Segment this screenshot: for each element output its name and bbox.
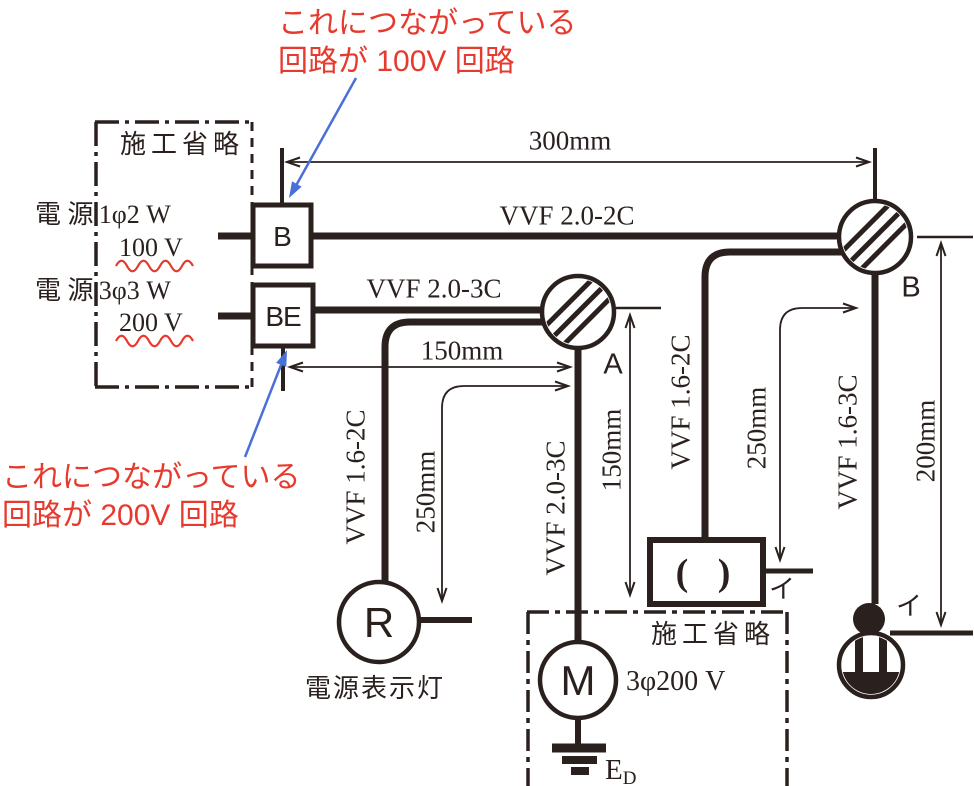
- breaker-b-label: B: [273, 221, 292, 252]
- switch-circuit-label: イ: [768, 575, 796, 604]
- source-100v-voltage: 100 V: [119, 233, 183, 262]
- cable-switch-branch-label: VVF 1.6-2C: [665, 334, 696, 470]
- junction-b-label: B: [901, 271, 921, 304]
- cable-junction-a-down-label: VVF 2.0-3C: [540, 440, 571, 576]
- cable-lamp-branch-label: VVF 1.6-2C: [340, 409, 371, 545]
- omitted-box-bottom: [526, 610, 789, 786]
- pilot-lamp-letter: R: [363, 599, 395, 646]
- dim-250mm-switch: [779, 307, 856, 560]
- dimension-lines: [287, 161, 942, 625]
- source-200v-voltage: 200 V: [119, 308, 183, 337]
- omitted-label-bottom: 施工省略: [651, 620, 776, 649]
- breaker-be-label: BE: [265, 301, 301, 332]
- wire-lamp-branch: [381, 318, 589, 586]
- dim-250mm-switch-label: 250mm: [741, 386, 772, 470]
- ground-label: ED: [605, 754, 637, 786]
- cable-be-junction-label: VVF 2.0-3C: [366, 273, 502, 304]
- pilot-lamp-caption: 電源表示灯: [305, 674, 446, 703]
- annotation-100v-line1: これにつながっている: [278, 7, 577, 40]
- dim-150mm-v-label: 150mm: [596, 408, 627, 492]
- motor-rating: 3φ200 V: [626, 666, 726, 697]
- switch-box-symbol: [647, 537, 766, 607]
- annotation-100v: これにつながっている 回路が 100V 回路: [278, 5, 577, 81]
- motor-letter: M: [560, 657, 596, 704]
- cable-light-branch-label: VVF 1.6-3C: [832, 374, 863, 510]
- source-100v-name: 電 源 1φ2 W: [35, 200, 171, 229]
- breaker-b-box: [250, 202, 314, 269]
- wavy-underlines: [115, 259, 194, 348]
- junction-box-b: [836, 198, 914, 276]
- annotation-100v-line2: 回路が 100V 回路: [278, 45, 515, 78]
- ground-symbol: [552, 743, 606, 775]
- ceiling-light-symbol: [836, 603, 906, 700]
- dim-250mm-lamp-label: 250mm: [410, 450, 441, 534]
- cable-b-junction-label: VVF 2.0-2C: [499, 200, 635, 231]
- dim-200mm-label: 200mm: [910, 399, 941, 483]
- wire-switch-branch: [701, 248, 848, 542]
- breaker-be-box: [250, 282, 316, 349]
- annotation-200v-line2: 回路が 200V 回路: [2, 499, 239, 532]
- dimension-arrowheads: [283, 156, 947, 629]
- pilot-lamp-symbol: [336, 579, 422, 665]
- dim-300mm-label: 300mm: [528, 125, 612, 156]
- omitted-label-top: 施工省略: [120, 130, 245, 159]
- dim-150mm-h-label: 150mm: [420, 335, 504, 366]
- junction-box-a: [539, 273, 617, 351]
- source-200v-name: 電 源 3φ3 W: [35, 276, 171, 305]
- annotation-arrow-100v: [289, 77, 358, 198]
- junction-a-label: A: [603, 348, 623, 381]
- dim-250mm-lamp: [441, 385, 568, 601]
- annotation-arrow-200v: [243, 350, 287, 458]
- annotation-200v-line1: これにつながっている: [2, 461, 301, 494]
- light-circuit-label: イ: [895, 592, 923, 621]
- annotation-200v: これにつながっている 回路が 200V 回路: [2, 459, 301, 535]
- switch-content: ( ): [675, 552, 741, 594]
- wires: [218, 232, 879, 747]
- motor-symbol: [537, 639, 619, 721]
- extension-lines: [280, 148, 973, 636]
